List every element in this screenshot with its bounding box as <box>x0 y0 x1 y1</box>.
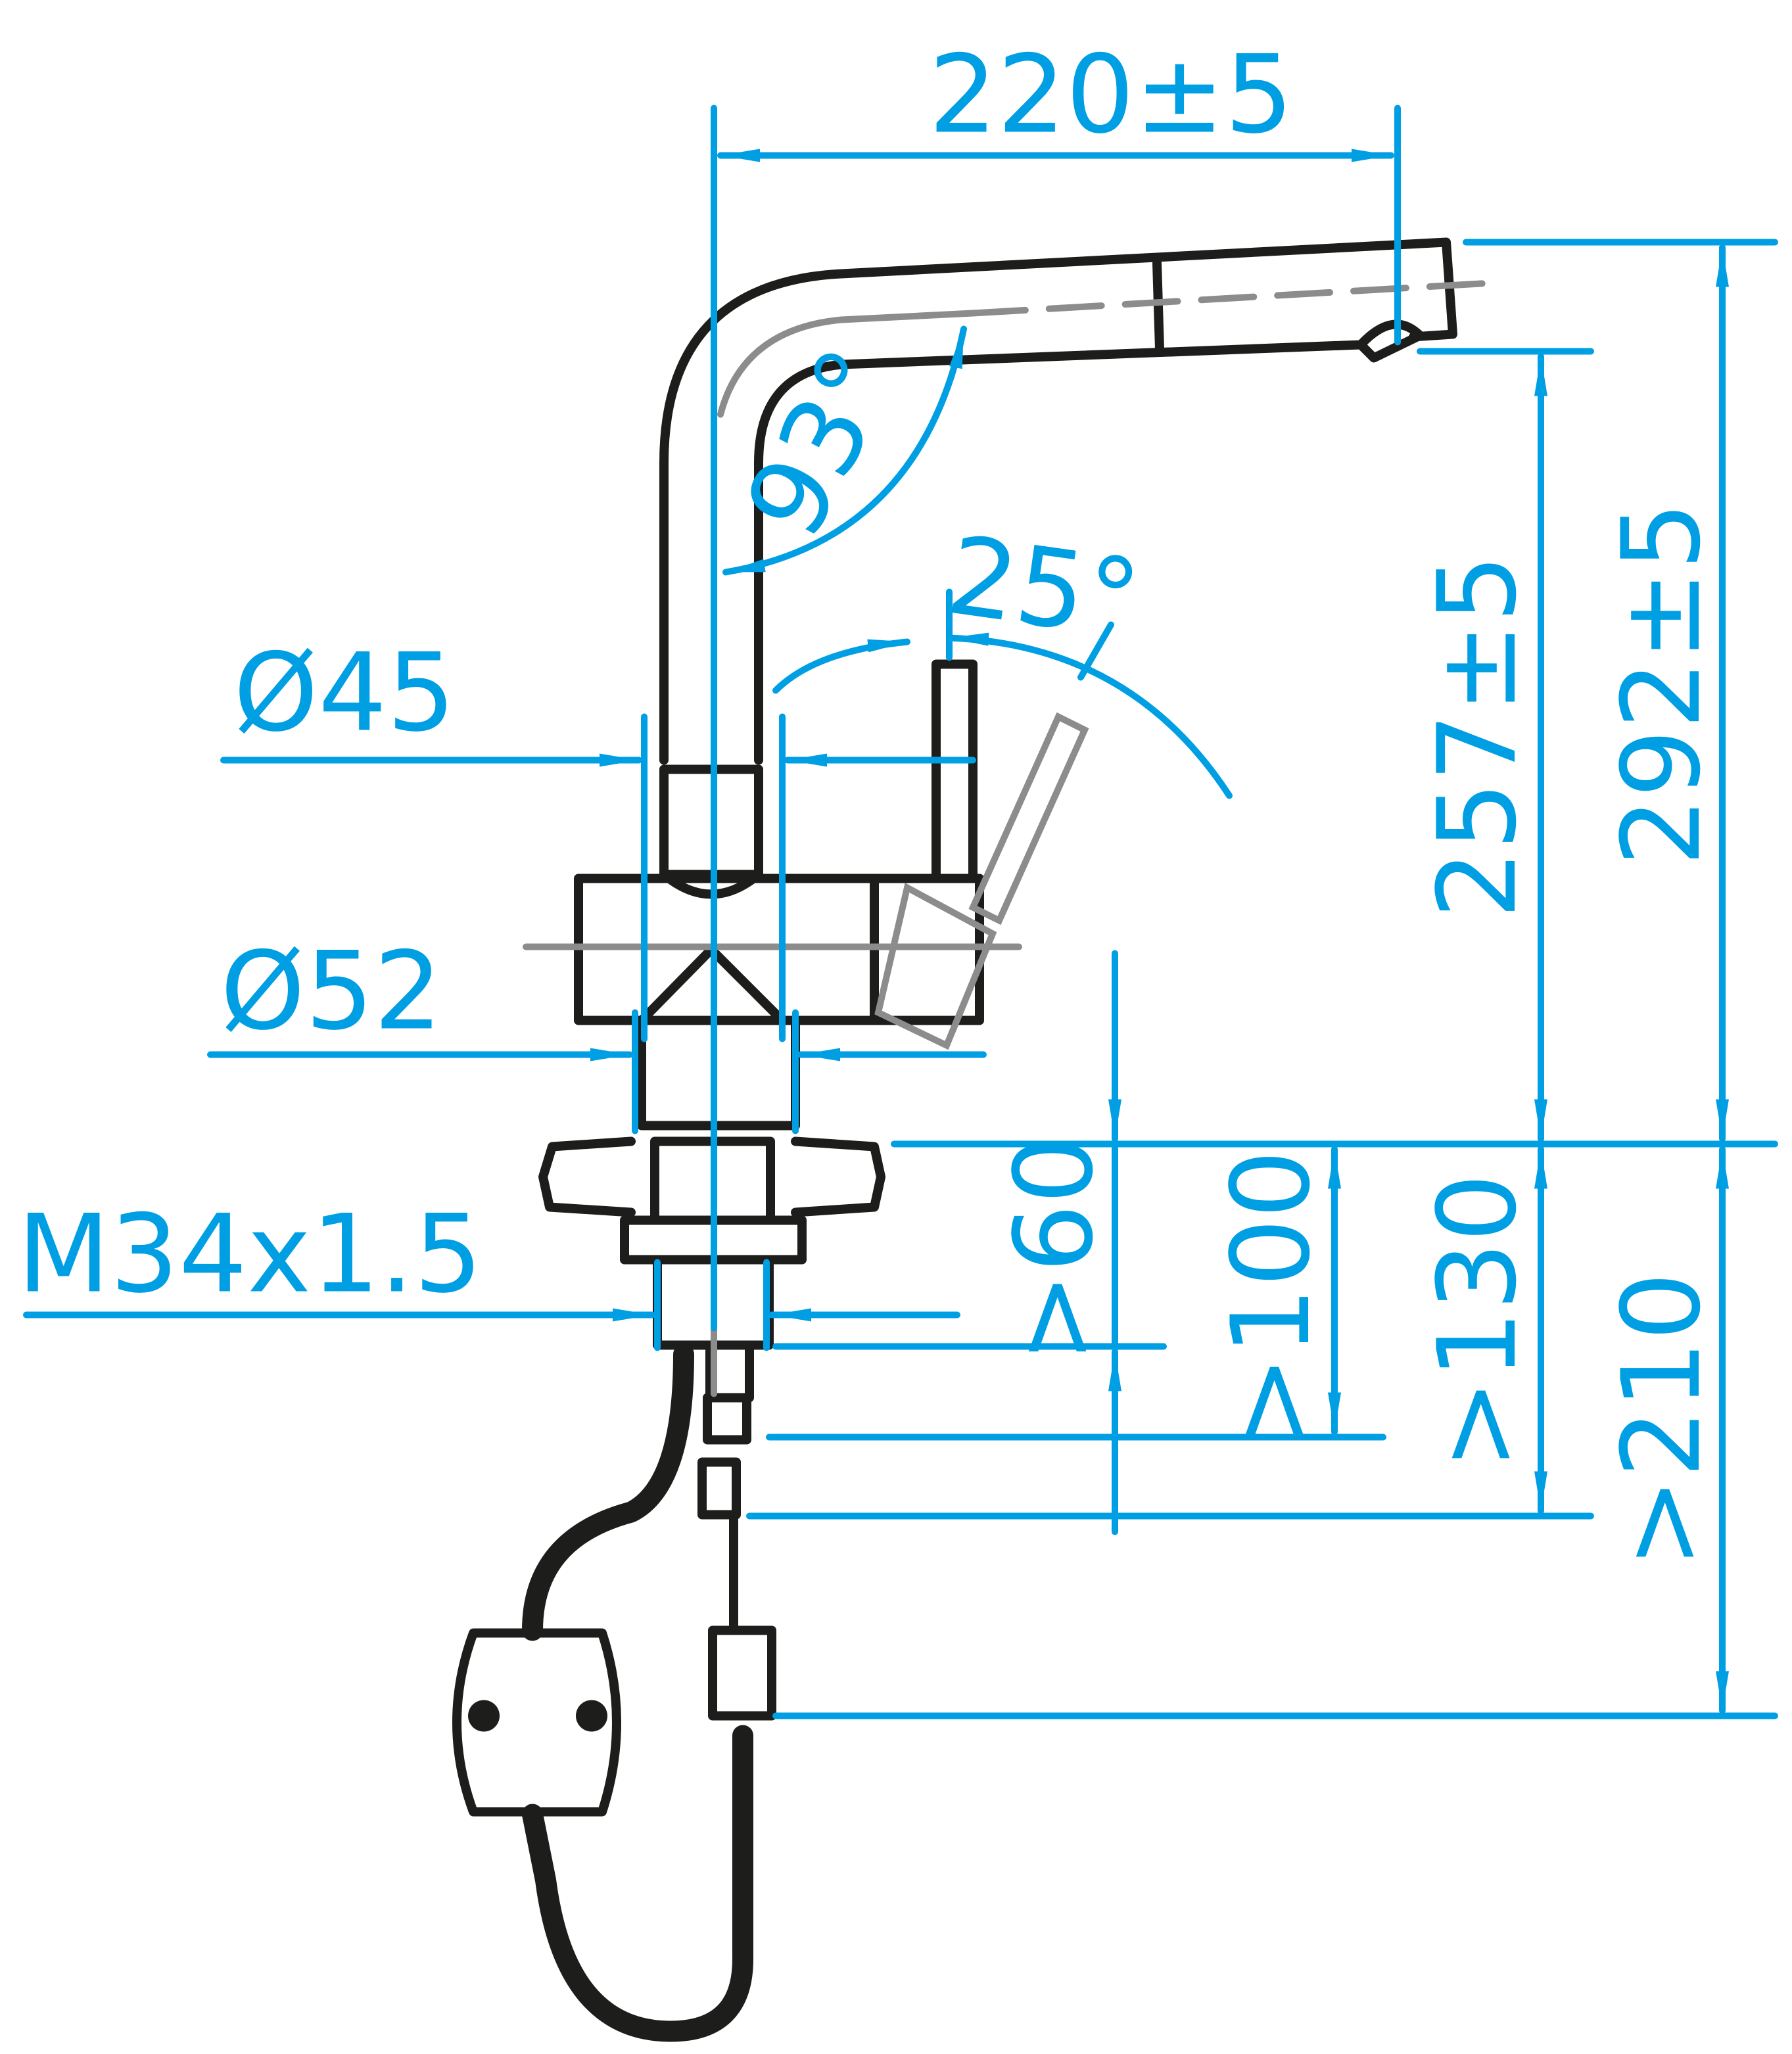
label-d45: Ø45 <box>233 630 456 756</box>
hose-fitting-2 <box>703 1393 751 1445</box>
lever <box>931 659 978 883</box>
label-257: 257±5 <box>1415 554 1540 919</box>
label-220: 220±5 <box>929 32 1294 158</box>
label-210: >210 <box>1599 1272 1724 1568</box>
lever-rotated <box>968 712 1089 925</box>
aerator <box>1356 319 1425 363</box>
dim-93-arc <box>722 325 967 576</box>
dim-25-arc-right <box>946 632 1233 799</box>
weight-screw-right <box>576 1700 607 1732</box>
label-292: 292±5 <box>1599 502 1724 866</box>
label-25: 25° <box>941 513 1147 664</box>
dim-25-arc-left <box>772 638 910 694</box>
cartridge-rotated <box>874 882 997 1050</box>
faucet-outline <box>452 237 1457 2042</box>
body-lower <box>637 1015 800 1131</box>
spout-joint <box>1152 258 1164 354</box>
hose-fitting-3 <box>697 1457 741 1520</box>
hose-loop-top <box>522 1343 694 1641</box>
pullout-hose <box>522 1725 753 2042</box>
label-100: >100 <box>1208 1150 1334 1445</box>
weight-screw-left <box>468 1700 500 1732</box>
label-130: >130 <box>1415 1173 1540 1469</box>
label-m34: M34x1.5 <box>17 1192 483 1317</box>
dimension-lines <box>23 105 1778 1719</box>
spout-centerline-dashed <box>970 279 1496 317</box>
gasket-left <box>538 1136 636 1217</box>
label-d52: Ø52 <box>220 929 442 1054</box>
hose-weight <box>452 1628 621 1817</box>
hose-connector <box>708 1625 776 1721</box>
label-60: >60 <box>991 1135 1117 1363</box>
gasket-right <box>791 1136 885 1217</box>
